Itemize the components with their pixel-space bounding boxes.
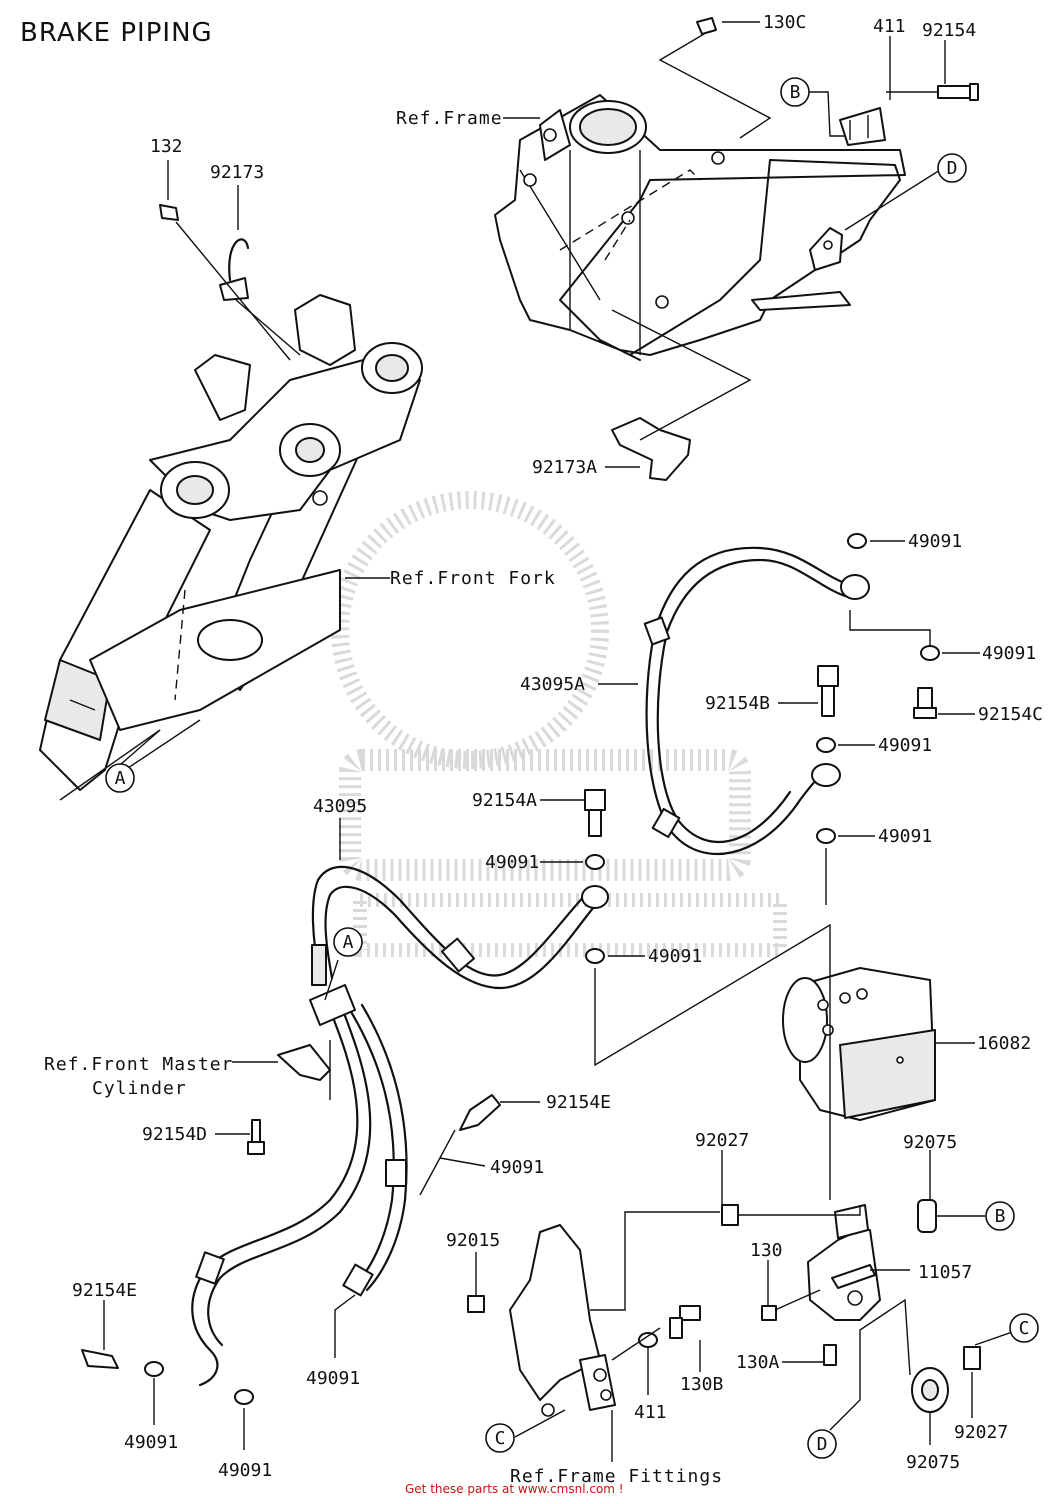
- marker-d-top-label: D: [947, 158, 958, 179]
- part-label-49091-5[interactable]: 49091: [485, 852, 539, 873]
- ref-front-fork-label: Ref.Front Fork: [390, 568, 556, 589]
- front-fork-drawing: [39, 294, 423, 801]
- part-label-132[interactable]: 132: [150, 136, 183, 157]
- abs-unit-drawing: [782, 967, 936, 1121]
- part-label-411-top[interactable]: 411: [873, 16, 906, 37]
- footer-link-text[interactable]: Get these parts at www.cmsnl.com !: [405, 1482, 624, 1496]
- part-label-49091-3[interactable]: 49091: [878, 735, 932, 756]
- part-label-16082[interactable]: 16082: [977, 1033, 1031, 1054]
- part-label-11057[interactable]: 11057: [918, 1262, 972, 1283]
- brake-hoses: [191, 546, 870, 1387]
- marker-d-top: [937, 153, 967, 183]
- part-label-92173[interactable]: 92173: [210, 162, 264, 183]
- part-label-43095a[interactable]: 43095A: [520, 674, 585, 695]
- part-label-130b[interactable]: 130B: [680, 1374, 723, 1395]
- part-label-130[interactable]: 130: [750, 1240, 783, 1261]
- reference-labels: Ref.Frame Ref.Front Fork Ref.Front Maste…: [44, 108, 723, 1487]
- part-label-92015[interactable]: 92015: [446, 1230, 500, 1251]
- part-label-92154e-1[interactable]: 92154E: [546, 1092, 611, 1113]
- marker-a-hose-label: A: [343, 932, 354, 953]
- marker-b-bottom-label: B: [995, 1206, 1006, 1227]
- marker-b-top: [780, 77, 810, 107]
- marker-a-hose: [333, 927, 363, 957]
- part-number-labels: 130C 411 92154 132 92173 92173A 49091 49…: [72, 12, 1043, 1481]
- part-label-92075-1[interactable]: 92075: [903, 1132, 957, 1153]
- part-label-130c[interactable]: 130C: [763, 12, 806, 33]
- part-label-92154a[interactable]: 92154A: [472, 790, 537, 811]
- part-label-49091-1[interactable]: 49091: [908, 531, 962, 552]
- part-label-92154e-2[interactable]: 92154E: [72, 1280, 137, 1301]
- part-label-49091-8[interactable]: 49091: [306, 1368, 360, 1389]
- page-title: BRAKE PIPING: [20, 18, 213, 48]
- marker-d-bottom: [807, 1429, 837, 1459]
- part-label-92154-top[interactable]: 92154: [922, 20, 976, 41]
- part-label-49091-4[interactable]: 49091: [878, 826, 932, 847]
- marker-a-left-label: A: [115, 768, 126, 789]
- reference-markers: B D A A B C C D: [105, 77, 1039, 1459]
- marker-c-right: [1009, 1313, 1039, 1343]
- part-label-49091-9[interactable]: 49091: [124, 1432, 178, 1453]
- part-label-92027-2[interactable]: 92027: [954, 1422, 1008, 1443]
- marker-c-bottom: [485, 1423, 515, 1453]
- part-label-49091-2[interactable]: 49091: [982, 643, 1036, 664]
- part-label-92154c[interactable]: 92154C: [978, 704, 1043, 725]
- part-label-49091-10[interactable]: 49091: [218, 1460, 272, 1481]
- ref-frame-fittings-label: Ref.Frame Fittings: [510, 1466, 723, 1487]
- marker-c-bottom-label: C: [495, 1428, 506, 1449]
- ref-master-cylinder-label-line1: Ref.Front Master: [44, 1054, 233, 1075]
- part-label-92075-2[interactable]: 92075: [906, 1452, 960, 1473]
- leader-lines: [103, 21, 1019, 1462]
- part-label-49091-6[interactable]: 49091: [648, 946, 702, 967]
- part-label-43095[interactable]: 43095: [313, 796, 367, 817]
- part-label-92173a[interactable]: 92173A: [532, 457, 597, 478]
- brackets-drawing: [277, 1044, 881, 1417]
- frame-drawing: [494, 94, 906, 361]
- marker-d-bottom-label: D: [817, 1434, 828, 1455]
- marker-a-left: [105, 763, 135, 793]
- marker-b-top-label: B: [790, 82, 801, 103]
- part-label-92027-1[interactable]: 92027: [695, 1130, 749, 1151]
- part-label-411-bottom[interactable]: 411: [634, 1402, 667, 1423]
- small-parts: [81, 17, 981, 1413]
- marker-c-right-label: C: [1019, 1318, 1030, 1339]
- part-label-130a[interactable]: 130A: [736, 1352, 780, 1373]
- ref-frame-label: Ref.Frame: [396, 108, 503, 129]
- part-label-92154b[interactable]: 92154B: [705, 693, 770, 714]
- marker-b-bottom: [985, 1201, 1015, 1231]
- part-label-92154d[interactable]: 92154D: [142, 1124, 207, 1145]
- part-label-49091-7[interactable]: 49091: [490, 1157, 544, 1178]
- ref-master-cylinder-label-line2: Cylinder: [92, 1078, 187, 1099]
